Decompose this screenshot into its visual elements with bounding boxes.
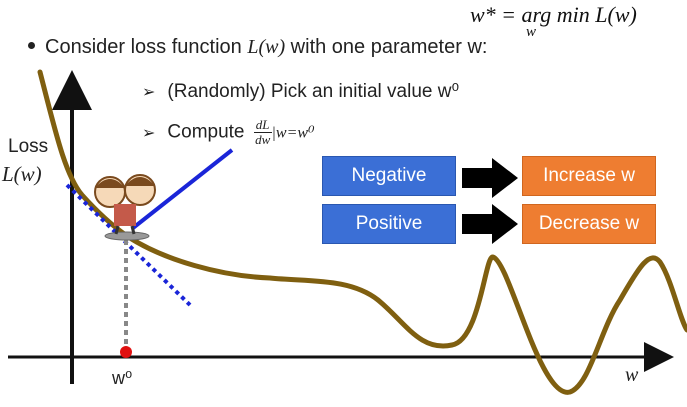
action-box-increase: Increase w — [522, 156, 656, 196]
chevron-arrow-icon: ➢ — [142, 84, 156, 101]
action-box-decrease: Decrease w — [522, 204, 656, 244]
slope-line — [131, 148, 234, 230]
derivative-fraction: dL dw — [253, 117, 272, 147]
derivative-numerator: dL — [253, 117, 272, 133]
bullet-loss-function: L(w) — [247, 36, 286, 58]
objective-formula-text: w* = arg min L(w) — [470, 2, 637, 27]
character-icon — [94, 174, 156, 241]
derivative-denominator: dw — [255, 132, 271, 147]
condition-box-negative: Negative — [322, 156, 456, 196]
loss-curve — [37, 69, 687, 395]
derivative-evaluation: |w=w⁰ — [271, 124, 315, 142]
bullet-line: Consider loss function L(w) with one par… — [28, 36, 487, 59]
bullet-prefix: Consider loss function — [45, 36, 248, 58]
bullet-suffix: with one parameter w: — [285, 36, 488, 58]
objective-formula: w* = arg min L(w) w — [470, 2, 637, 40]
w0-marker — [120, 346, 132, 358]
x-axis-label: w — [625, 364, 639, 386]
step-pick-initial-text: (Randomly) Pick an initial value w⁰ — [167, 81, 460, 102]
condition-box-positive: Positive — [322, 204, 456, 244]
objective-formula-subscript: w — [526, 24, 537, 40]
step-compute: ➢ Compute dL dw |w=w⁰ — [142, 118, 314, 147]
tangent-line — [65, 183, 192, 307]
step-compute-text: Compute — [167, 121, 245, 143]
bullet-icon — [28, 42, 35, 50]
y-axis-function: L(w) — [2, 162, 42, 186]
right-arrow-icon — [462, 158, 518, 198]
right-arrow-icon — [462, 204, 518, 244]
step-pick-initial: ➢ (Randomly) Pick an initial value w⁰ — [142, 80, 459, 103]
w0-label: w⁰ — [112, 368, 133, 388]
y-axis-title: Loss — [8, 136, 49, 157]
chevron-arrow-icon: ➢ — [142, 124, 156, 142]
